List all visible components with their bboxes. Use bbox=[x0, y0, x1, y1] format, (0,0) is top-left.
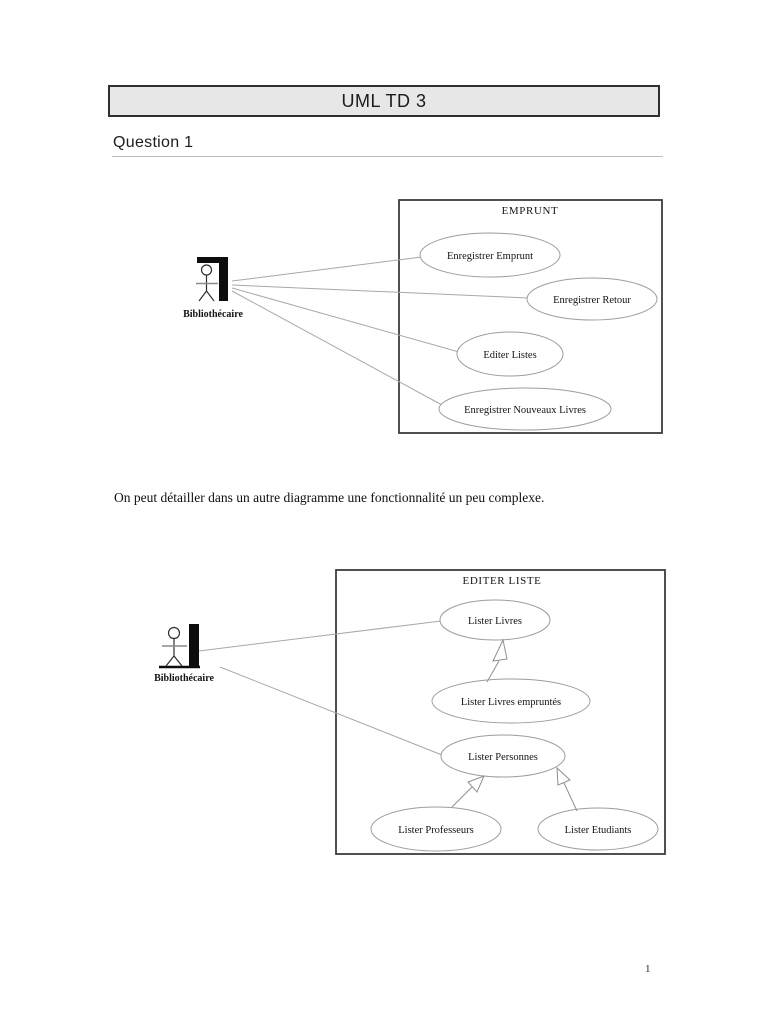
use-case-label: Enregistrer Retour bbox=[553, 295, 631, 306]
use-case-label: Lister Livres bbox=[468, 616, 522, 627]
body-paragraph: On peut détailler dans un autre diagramm… bbox=[114, 490, 545, 505]
actor-label: Bibliothécaire bbox=[154, 673, 214, 684]
generalization-line bbox=[486, 660, 500, 683]
association-line bbox=[231, 284, 530, 299]
usecase-diagram-editer-liste: EDITER LISTE Lister Livres Lister Livres… bbox=[154, 569, 666, 855]
actor-head bbox=[167, 626, 181, 640]
section-heading: Question 1 bbox=[113, 134, 194, 151]
use-case-label: Enregistrer Nouveaux Livres bbox=[464, 405, 586, 416]
use-case-ellipse bbox=[419, 232, 561, 278]
association-line bbox=[219, 666, 443, 756]
generalization-line bbox=[451, 786, 473, 808]
use-case-label: Lister Professeurs bbox=[398, 825, 474, 836]
actor-bar-vertical bbox=[189, 624, 199, 668]
association-line bbox=[231, 287, 460, 353]
association-line bbox=[231, 256, 423, 282]
actor-bibliothecaire-icon bbox=[196, 257, 228, 302]
generalization-triangle bbox=[492, 638, 508, 662]
document-title: UML TD 3 bbox=[341, 90, 427, 111]
use-case-label: Enregistrer Emprunt bbox=[447, 251, 533, 262]
system-boundary-label: EDITER LISTE bbox=[463, 575, 542, 587]
actor-leg bbox=[206, 290, 215, 302]
generalization-arrow bbox=[486, 638, 508, 683]
generalization-triangle bbox=[556, 766, 571, 786]
page-number: 1 bbox=[645, 963, 651, 975]
actor-bibliothecaire-icon bbox=[159, 624, 200, 669]
association-line bbox=[231, 290, 443, 406]
document-title-box: UML TD 3 bbox=[108, 85, 660, 117]
use-case-ellipse bbox=[370, 806, 502, 852]
use-case-label: Lister Personnes bbox=[468, 752, 538, 763]
actor-bar-vertical bbox=[219, 257, 228, 301]
use-case-ellipse bbox=[438, 387, 612, 431]
use-case-label: Lister Livres empruntés bbox=[461, 697, 561, 708]
use-case-ellipse bbox=[431, 678, 591, 724]
use-case-ellipse bbox=[526, 277, 658, 321]
actor-label: Bibliothécaire bbox=[183, 309, 243, 320]
system-boundary-label: EMPRUNT bbox=[502, 205, 559, 217]
usecase-diagram-emprunt: EMPRUNT Enregistrer Emprunt Enregistrer … bbox=[183, 199, 663, 434]
association-line bbox=[198, 620, 442, 652]
generalization-triangle bbox=[467, 775, 485, 793]
actor-bar-top bbox=[197, 257, 228, 263]
section-heading-rule bbox=[112, 156, 663, 157]
use-case-label: Lister Etudiants bbox=[565, 825, 632, 836]
actor-leg bbox=[173, 655, 183, 667]
actor-leg bbox=[165, 655, 175, 667]
use-case-label: Editer Listes bbox=[483, 350, 536, 361]
use-case-ellipse bbox=[537, 807, 659, 851]
system-boundary-editer-liste bbox=[335, 569, 666, 855]
use-case-ellipse bbox=[456, 331, 564, 377]
use-case-ellipse bbox=[440, 734, 566, 778]
generalization-arrow bbox=[556, 766, 578, 812]
system-boundary-emprunt bbox=[398, 199, 663, 434]
actor-head bbox=[200, 264, 213, 276]
use-case-ellipse bbox=[439, 599, 551, 641]
actor-leg bbox=[198, 290, 207, 302]
generalization-arrow bbox=[451, 775, 485, 808]
generalization-line bbox=[563, 782, 578, 812]
